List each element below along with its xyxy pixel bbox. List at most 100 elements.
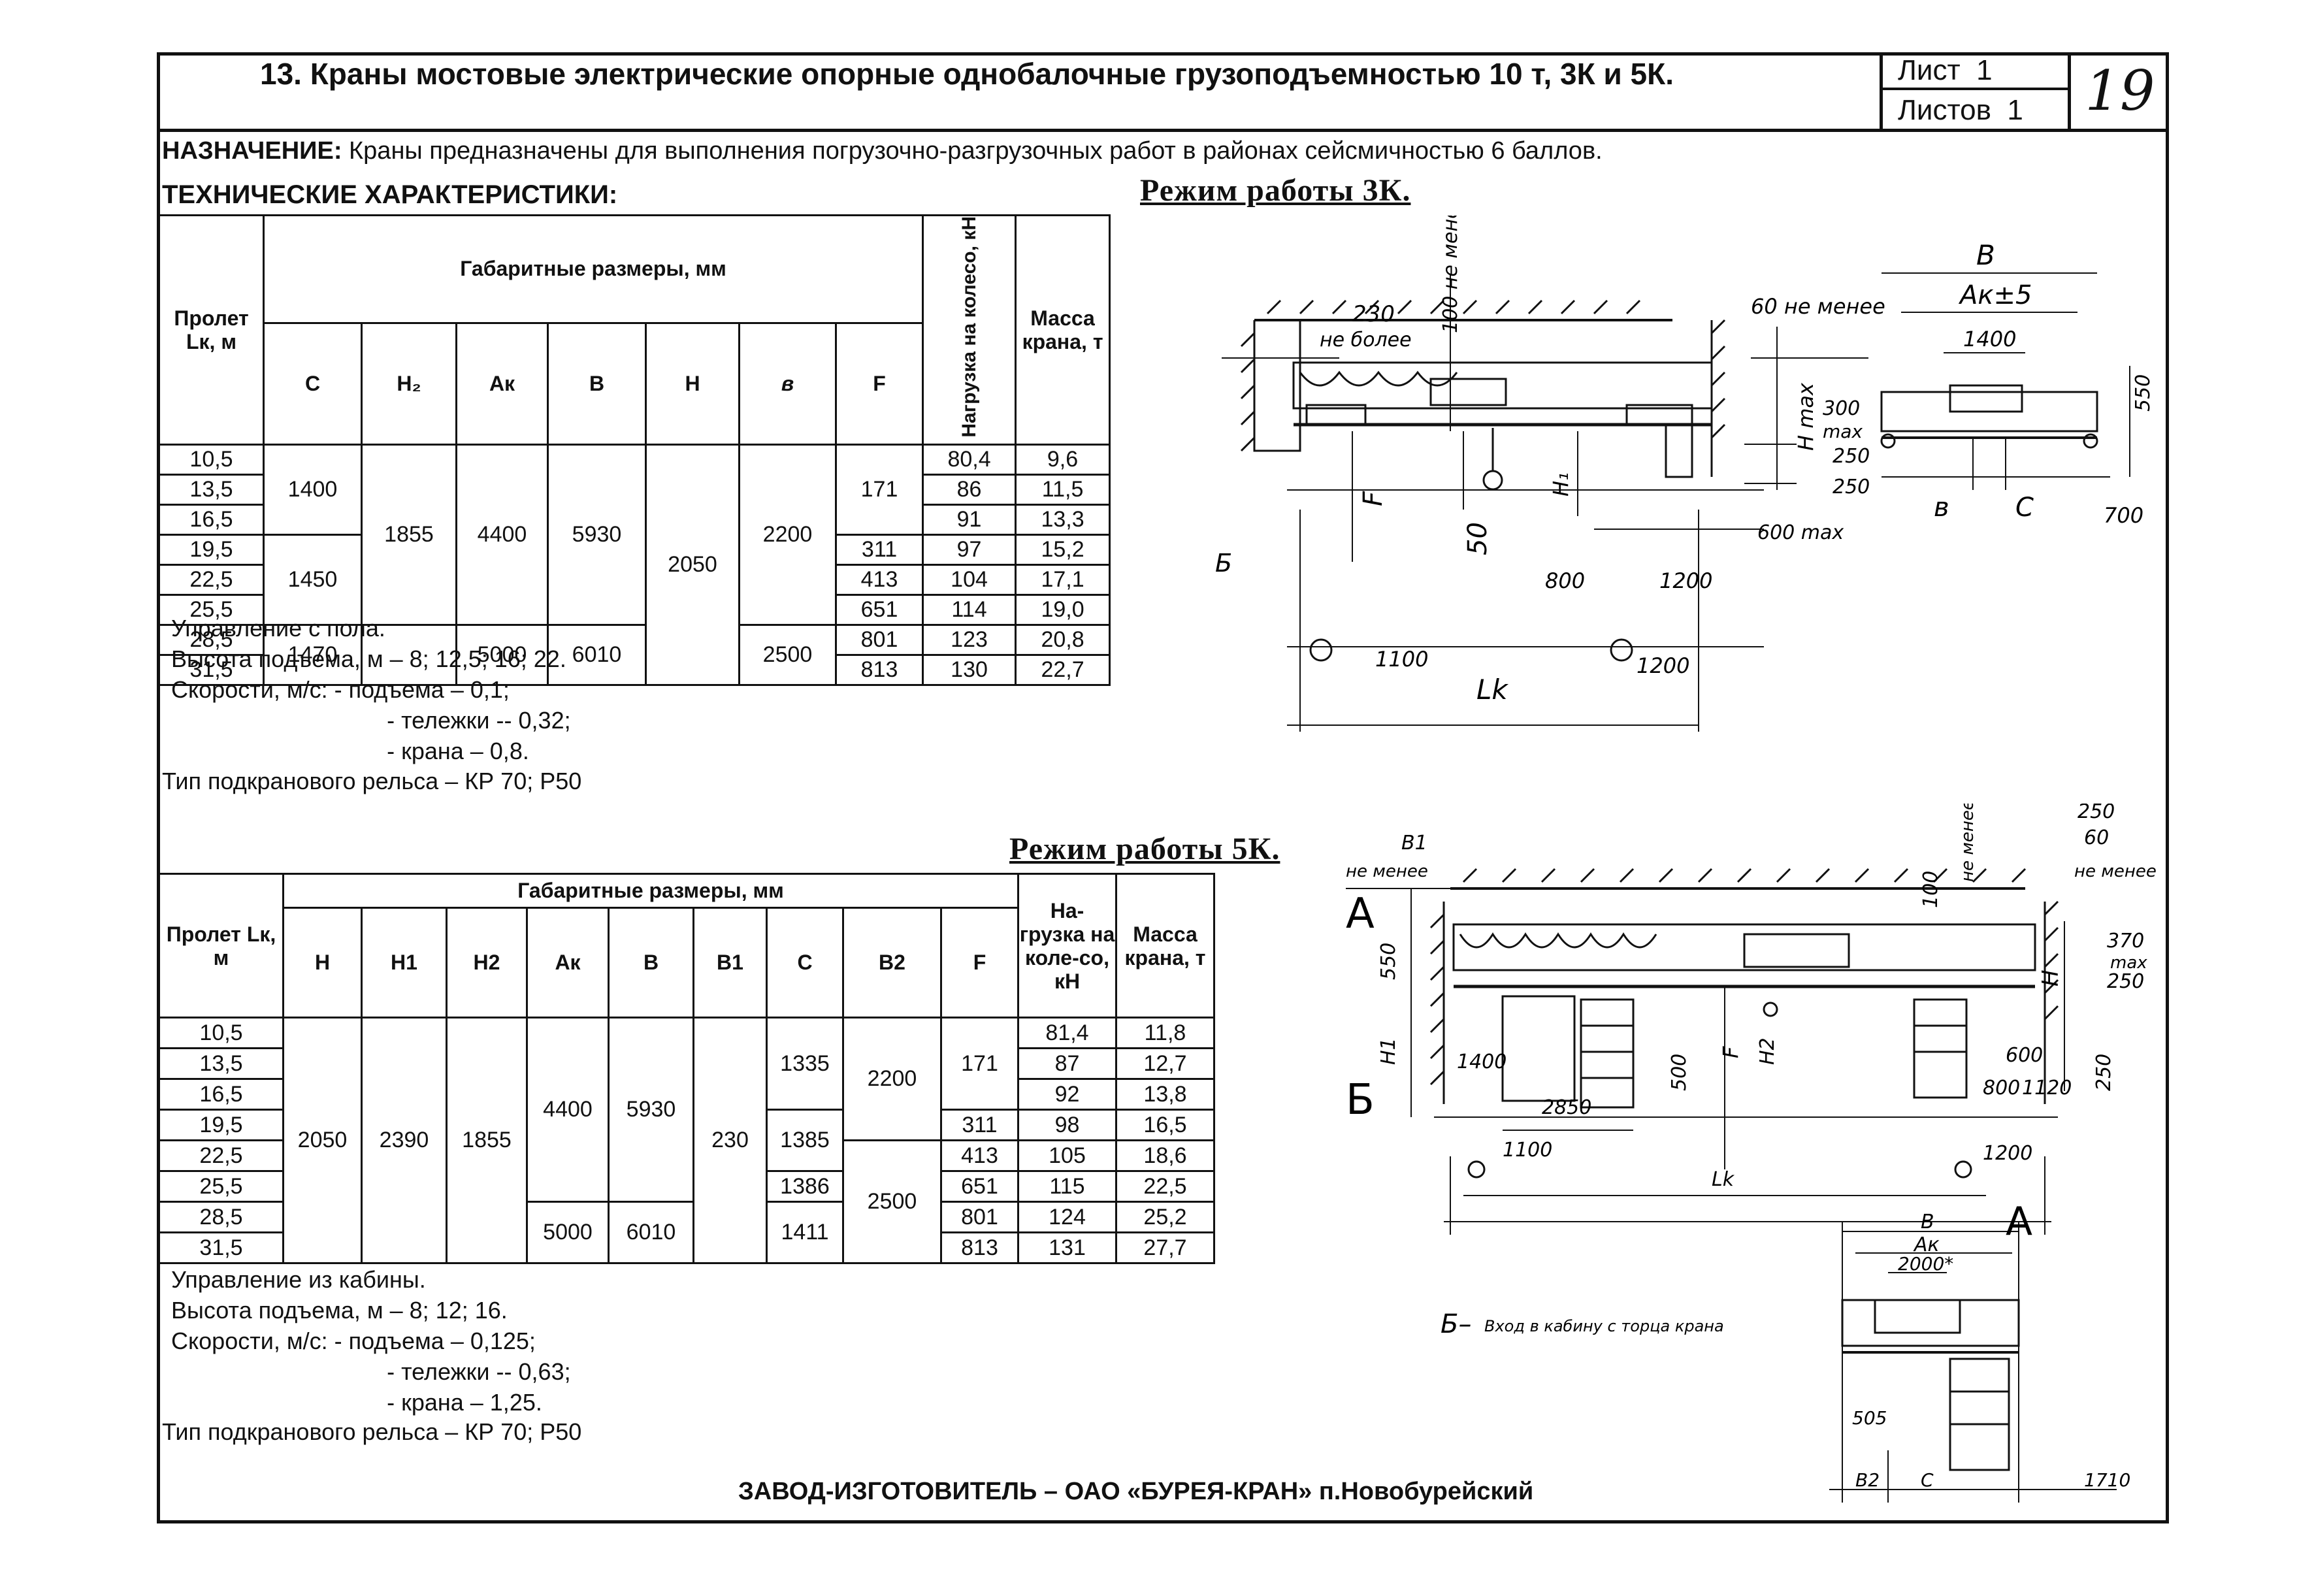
note-rail: Тип подкранового рельса – КР 70; Р50 — [162, 768, 582, 794]
table-cell: 20,8 — [1015, 623, 1111, 656]
dim-label: 600 max — [1757, 521, 1844, 544]
dim-label: 1100 — [1375, 647, 1428, 672]
table-cell: 4400 — [526, 1017, 610, 1203]
table-cell: 130 — [922, 653, 1017, 686]
note-lift: Высота подъема, м – 8; 12; 16. — [171, 1297, 508, 1324]
note-rail: Тип подкранового рельса – КР 70; Р50 — [162, 1418, 582, 1445]
table-cell: 16,5 — [1115, 1109, 1215, 1141]
col-span-header: Пролет Lк, м — [158, 214, 265, 446]
table-cell: 15,2 — [1015, 533, 1111, 566]
table-cell: 105 — [1017, 1139, 1117, 1172]
dim-label: 500 — [1668, 1054, 1691, 1091]
table-cell: 1470 — [263, 623, 363, 686]
dim-label: не менее — [1958, 804, 1978, 882]
table-cell: 22,7 — [1015, 653, 1111, 686]
table-cell: 22,5 — [1115, 1170, 1215, 1203]
note-speeds-label: Скорости, м/с: — [171, 676, 328, 703]
table-cell: 1400 — [263, 443, 363, 536]
table-cell: 651 — [834, 593, 924, 626]
dim-label: Lk — [1476, 674, 1508, 706]
table-cell: 9,6 — [1015, 443, 1111, 476]
col-header: H₂ — [361, 321, 457, 446]
col-mass-header: Масса крана, т — [1015, 214, 1111, 446]
table-cell: 2200 — [738, 443, 837, 626]
dim-label: H — [2038, 969, 2064, 986]
table-cell: 28,5 — [158, 623, 265, 656]
table-cell: 801 — [834, 623, 924, 656]
sheet-label: Лист — [1898, 54, 1961, 86]
table-cell: 25,5 — [158, 1170, 284, 1203]
dim-label: в — [1934, 493, 1949, 523]
col-header: Ак — [526, 907, 610, 1018]
table-cell: 91 — [922, 503, 1017, 536]
table-cell: 22,5 — [158, 1139, 284, 1172]
dim-label: H1 — [1377, 1037, 1400, 1065]
table-cell: 2050 — [282, 1017, 363, 1264]
tech-heading: ТЕХНИЧЕСКИЕ ХАРАКТЕРИСТИКИ: — [162, 180, 618, 209]
col-header: Ак — [455, 321, 549, 446]
dim-label: 60 не менее — [1751, 294, 1885, 319]
section-mark: А — [1346, 890, 1375, 938]
dim-label: B — [1976, 239, 1995, 271]
table-cell: 13,5 — [158, 1047, 284, 1080]
note-control: Управление из кабины. — [171, 1266, 426, 1293]
dim-label: Lk — [1712, 1168, 1735, 1191]
dim-label: H₁ — [1548, 472, 1573, 497]
table-cell: 18,6 — [1115, 1139, 1215, 1172]
table-cell: 19,5 — [158, 1109, 284, 1141]
table-cell: 311 — [834, 533, 924, 566]
table-cell: 12,7 — [1115, 1047, 1215, 1080]
table-cell: 801 — [940, 1201, 1019, 1233]
dim-label: 1200 — [1659, 568, 1712, 593]
note-speed: - крана – 0,8. — [387, 738, 529, 764]
table-cell: 97 — [922, 533, 1017, 566]
table-cell: 171 — [834, 443, 924, 536]
table-cell: 17,1 — [1015, 563, 1111, 596]
legend-text: Вход в кабину с торца крана — [1484, 1317, 1724, 1335]
table-cell: 13,5 — [158, 473, 265, 506]
note-speed: - подъема – 0,125; — [334, 1327, 536, 1354]
table-cell: 311 — [940, 1109, 1019, 1141]
dim-label: 800 — [1545, 568, 1585, 593]
note-speed: - тележки -- 0,63; — [387, 1358, 571, 1385]
table-cell: 31,5 — [158, 1231, 284, 1264]
table-cell: 1335 — [766, 1017, 844, 1111]
dim-label: H2 — [1756, 1037, 1779, 1065]
note-speed: - крана – 1,25. — [387, 1389, 542, 1416]
notes-5k: Управление из кабины. Высота подъема, м … — [171, 1264, 571, 1418]
dim-label: 1400 — [1963, 327, 2016, 351]
dim-label: 60 — [2084, 826, 2109, 849]
col-load-header: Нагрузка на колесо, кН — [922, 214, 1017, 446]
dim-label: 800 — [1983, 1077, 2020, 1099]
dim-label: 505 — [1852, 1407, 1887, 1429]
table-cell: 1411 — [766, 1201, 844, 1264]
sheets-label: Листов — [1898, 94, 1991, 126]
table-cell: 4400 — [455, 443, 549, 626]
sheet-value: 1 — [1976, 54, 1993, 86]
table-cell: 813 — [940, 1231, 1019, 1264]
table-cell: 13,8 — [1115, 1078, 1215, 1111]
dim-label: 700 — [2104, 503, 2143, 528]
table-cell: 11,8 — [1115, 1017, 1215, 1049]
col-header: H2 — [446, 907, 528, 1018]
mode-3k-heading: Режим работы 3К. — [1140, 173, 1411, 208]
table-cell: 123 — [922, 623, 1017, 656]
table-cell: 25,2 — [1115, 1201, 1215, 1233]
dim-label: F — [1718, 1046, 1743, 1058]
col-header: B — [608, 907, 694, 1018]
table-cell: 1386 — [766, 1170, 844, 1203]
col-group-header: Габаритные размеры, мм — [262, 214, 924, 324]
col-mass-header: Масса крана, т — [1115, 873, 1215, 1018]
dim-label: max — [1823, 421, 1863, 442]
table-3k: Пролет Lк, м Габаритные размеры, мм Нагр… — [158, 214, 1111, 686]
table-cell: 1385 — [766, 1109, 844, 1172]
col-header: B1 — [692, 907, 768, 1018]
table-cell: 98 — [1017, 1109, 1117, 1141]
col-header: C — [263, 321, 363, 446]
table-cell: 92 — [1017, 1078, 1117, 1111]
table-cell: 16,5 — [158, 1078, 284, 1111]
table-cell: 124 — [1017, 1201, 1117, 1233]
table-cell: 6010 — [608, 1201, 694, 1264]
table-cell: 2390 — [361, 1017, 448, 1264]
notes-3k: Управление с пола. Высота подъема, м – 8… — [171, 613, 571, 766]
